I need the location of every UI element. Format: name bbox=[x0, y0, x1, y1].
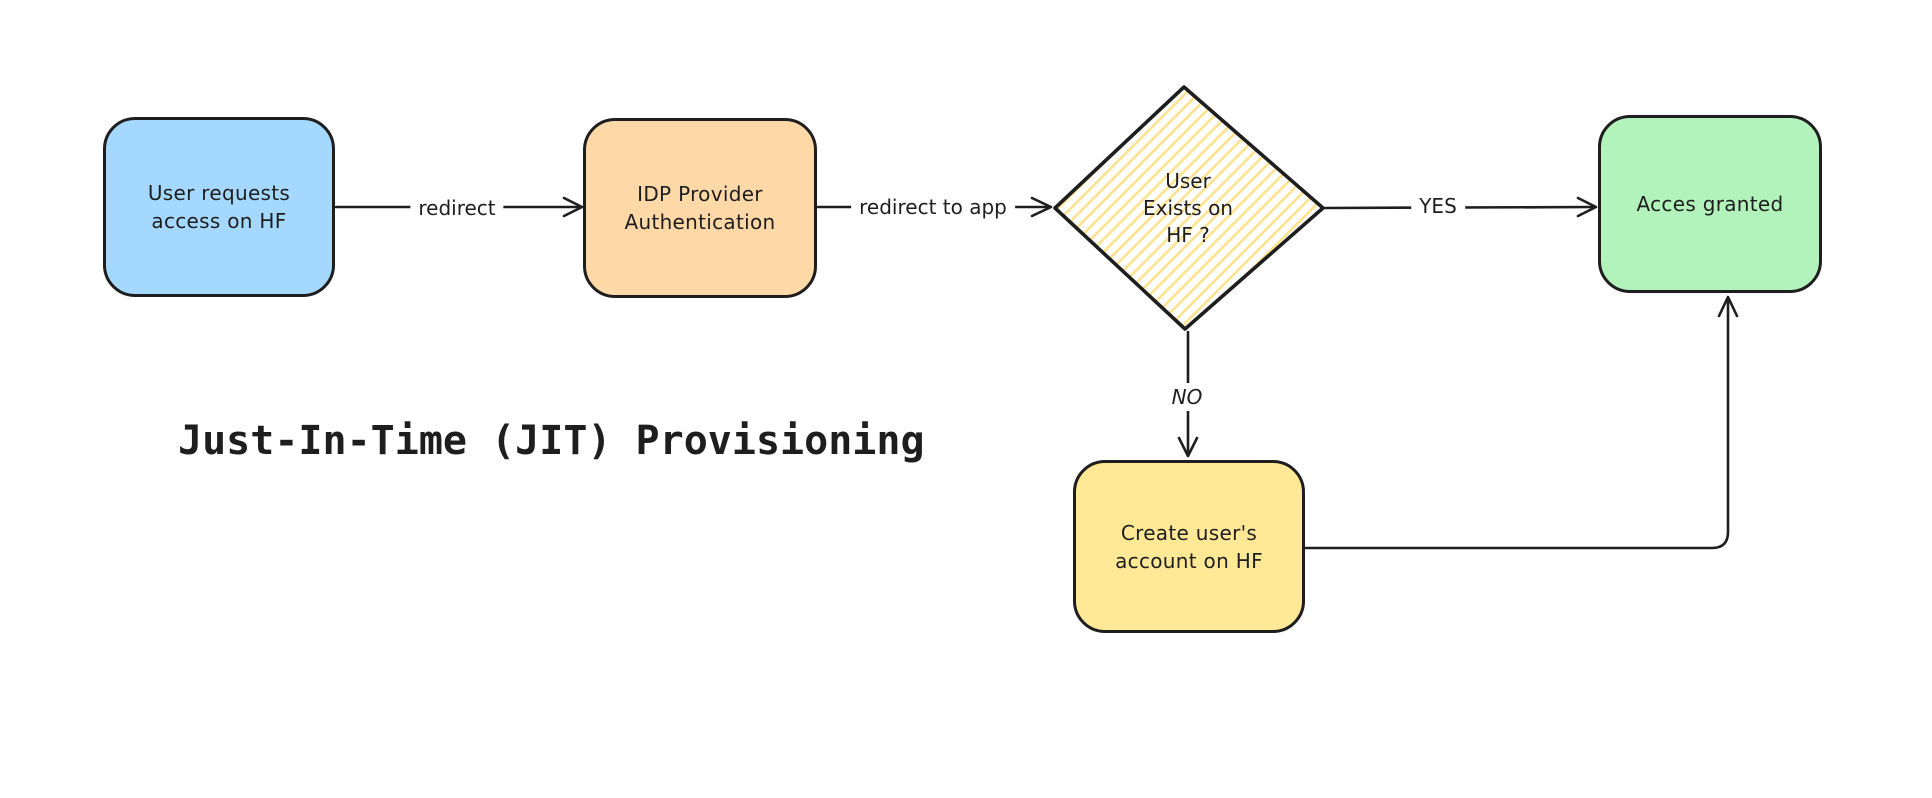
node-user-request: User requests access on HF bbox=[103, 117, 335, 297]
node-create-account: Create user's account on HF bbox=[1073, 460, 1305, 633]
node-access-granted: Acces granted bbox=[1598, 115, 1822, 293]
edge-created-granted-line bbox=[1304, 295, 1739, 550]
node-idp-auth-label-line2: Authentication bbox=[624, 210, 776, 234]
edge-label-yes: YES bbox=[1411, 192, 1465, 220]
node-create-account-label-line1: Create user's bbox=[1120, 520, 1258, 545]
node-create-account-label-line2: account on HF bbox=[1115, 548, 1263, 573]
node-user-exists-label-line2: Exists on bbox=[1143, 195, 1233, 220]
node-user-request-label-line2: access on HF bbox=[151, 209, 287, 233]
edge-label-no: NO bbox=[1163, 383, 1211, 411]
diagram-title: Just-In-Time (JIT) Provisioning bbox=[178, 418, 925, 464]
node-user-exists-label: User Exists on HF ? bbox=[1078, 164, 1298, 252]
node-user-exists-label-line3: HF ? bbox=[1166, 222, 1210, 247]
node-user-request-label-line1: User requests bbox=[147, 181, 291, 205]
edge-label-redirect: redirect bbox=[410, 194, 504, 222]
node-idp-auth-label-line1: IDP Provider bbox=[637, 182, 763, 206]
node-idp-auth: IDP Provider Authentication bbox=[583, 118, 817, 298]
node-access-granted-label: Acces granted bbox=[1636, 192, 1784, 216]
node-user-exists-label-line1: User bbox=[1165, 168, 1211, 193]
edge-label-redirect-to-app: redirect to app bbox=[851, 193, 1015, 221]
decision-diamond-shape bbox=[1053, 85, 1325, 331]
